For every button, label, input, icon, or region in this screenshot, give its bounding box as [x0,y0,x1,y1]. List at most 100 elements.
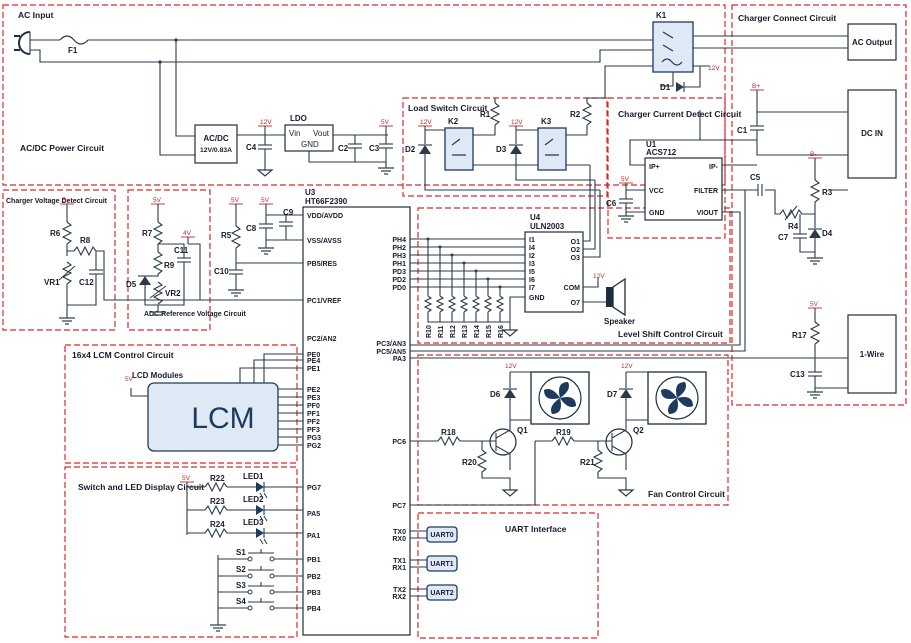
c2-label: C2 [338,144,349,153]
resistor-r16 [495,295,505,313]
v5-label-ldo: 5V [381,119,390,126]
u3-pin-tx1: TX1 [393,558,406,565]
r21-label: R21 [580,458,595,467]
block-uart [417,512,599,639]
k1-label: K1 [656,11,667,20]
u4-gnd-wire [509,296,525,330]
resistor-r22 [204,481,228,493]
u3-pin-pf0: PF0 [307,403,320,410]
block-lcm-control [64,344,298,464]
u3-pin-rx1: RX1 [392,565,406,572]
r2-label: R2 [570,110,581,119]
uart0-label: UART0 [430,532,453,539]
u4-pin-i6: I6 [529,277,535,284]
u4-pin-i7: I7 [529,285,535,292]
ground-icon [256,169,274,177]
u3-pin-pa1: PA1 [307,533,320,540]
relay-k2 [444,127,474,171]
block-load-switch [402,97,608,197]
block-ac-dc-power [2,4,726,186]
v5-label-adc: 5V [153,197,162,204]
u3-pin-pc5-an5: PC5/AN5 [376,349,406,356]
u3-pin-pc3-an3: PC3/AN3 [376,341,406,348]
ls-wire [487,312,510,323]
u3-pin-pe4: PE4 [307,358,320,365]
vr2-label: VR2 [165,289,181,298]
u3-pin-pc2-an2: PC2/AN2 [307,336,337,343]
fan-control-title: Fan Control Circuit [648,489,725,499]
speaker-icon [606,277,626,317]
load-switch-title: Load Switch Circuit [408,103,488,113]
v12-label-k2: 12V [420,119,432,126]
u3-pin-pc7: PC7 [392,503,406,510]
u4-part: ULN2003 [530,222,565,231]
u4-pin-i5: I5 [529,269,535,276]
r24-label: R24 [210,520,225,529]
d2-label: D2 [405,145,416,154]
switch-s4-actuator [248,598,274,603]
dc-in-connector [847,89,897,179]
u1-part: ACS712 [646,148,677,157]
u4-pin-i1: I1 [529,237,535,244]
u4-pin-i2: I2 [529,253,535,260]
u1-pin-ipminus: IP- [709,164,719,171]
u3-pin-pg2: PG2 [307,443,321,450]
v12-label-fan2: 12V [621,363,633,370]
d3-label: D3 [496,145,507,154]
ground-icon [618,215,634,223]
c10-label: C10 [214,267,229,276]
v5-label-u1: 5V [621,176,630,183]
u3-pin-pb1: PB1 [307,557,321,564]
switch-contact [247,605,253,611]
uart1-connector [426,555,458,572]
u3-pin-rx0: RX0 [392,536,406,543]
ic-u4-uln2003 [524,231,584,313]
r8-label: R8 [80,236,91,245]
level-shift-title: Level Shift Control Circuit [618,329,723,339]
u3-left-pins: VDD/AVDDVSS/AVSSPB5/RESPC1/VREFPC2/AN2PE… [307,213,343,613]
u4-pin-o3: O3 [571,255,580,262]
q2-label: Q2 [633,426,644,435]
r17-label: R17 [792,331,807,340]
u3-pin-pb5-res: PB5/RES [307,261,337,268]
u1-pin-gnd: GND [649,210,665,217]
bminus-label: B- [810,151,817,158]
switch-s1-actuator [248,549,274,554]
u1-ref: U1 [646,140,657,149]
s1-label: S1 [236,548,246,557]
switch-contact [269,589,275,595]
uart0-connector [426,526,458,543]
resistor-r12 [447,295,457,313]
led1-label: LED1 [243,472,264,481]
fan-1-icon [530,371,590,425]
u3-pin-pe0: PE0 [307,352,320,359]
led2-label: LED2 [243,495,264,504]
acdc-label-1: AC/DC [203,134,229,143]
v12-label-fan1: 12V [505,363,517,370]
block-level-shift [417,207,731,344]
u3-pin-pb4: PB4 [307,606,321,613]
d5-label: D5 [126,280,137,289]
r7-label: R7 [142,229,153,238]
r18-label: R18 [441,428,456,437]
switch-contact [269,573,275,579]
diode-d6 [503,388,517,398]
switch-contact [269,605,275,611]
diode-d7 [619,388,633,398]
r23-label: R23 [210,497,225,506]
q1-label: Q1 [517,426,528,435]
block-fan-control [417,354,729,506]
r3-label: R3 [822,188,833,197]
v12-label-acdc: 12V [260,119,272,126]
capacitor-c4 [258,144,272,163]
block-charger-voltage [2,189,116,331]
c11-label: C11 [174,246,189,255]
u3-pin-pa5: PA5 [307,511,320,518]
d6-label: D6 [490,390,501,399]
d1-label: D1 [660,83,671,92]
zener-d4 [808,228,822,238]
u3-ref: U3 [305,188,316,197]
u1-pin-viout: VIOUT [697,210,719,217]
